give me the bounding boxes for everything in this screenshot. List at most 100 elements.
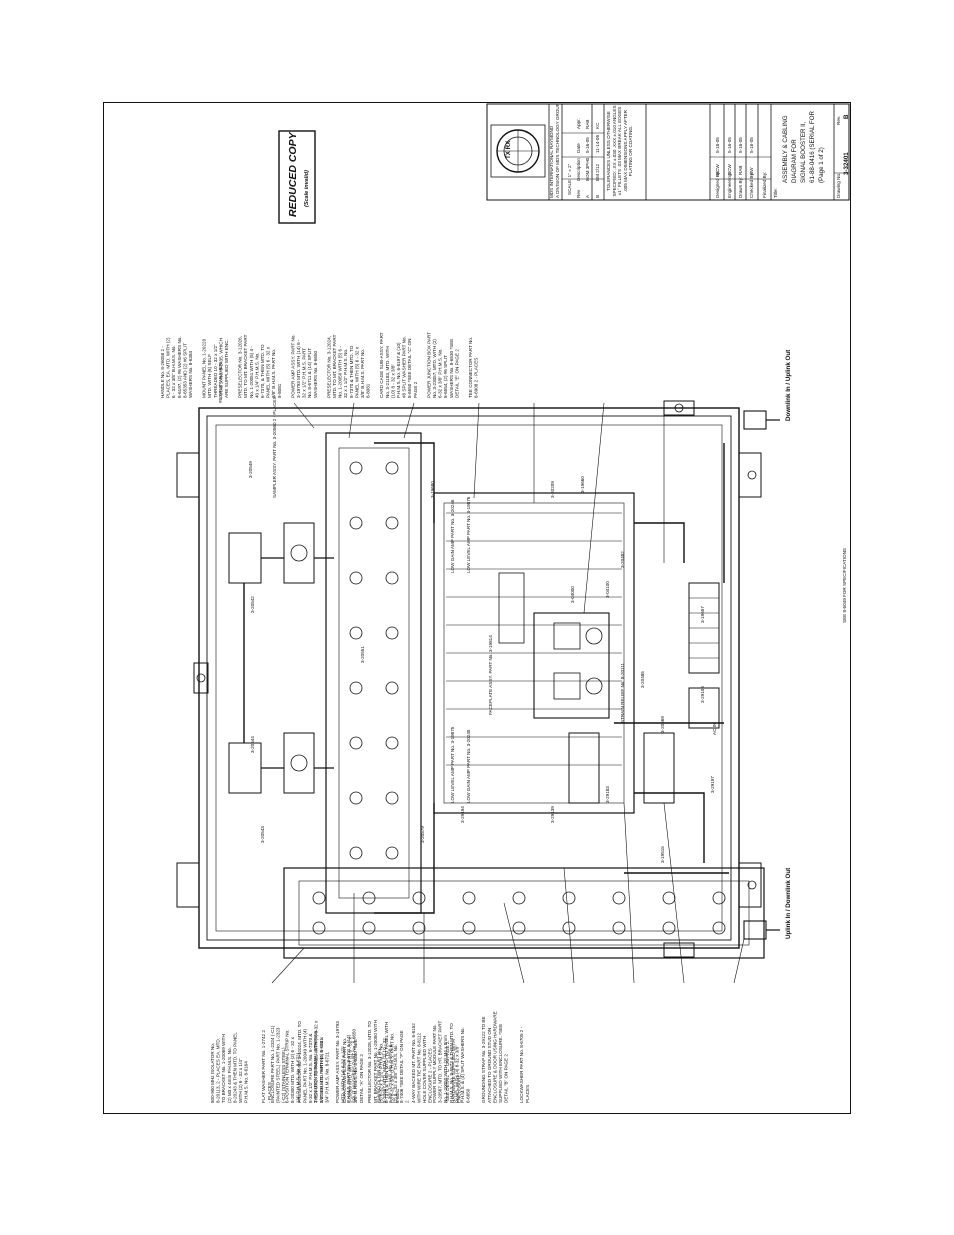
rev-row-a-appr: RAB	[585, 120, 590, 129]
rev-row-b-rev: B	[595, 195, 600, 198]
signoff-designed-date: 5-18-05	[715, 137, 720, 153]
part-number-tag: 3-20209	[550, 481, 555, 498]
title-label: Title:	[773, 188, 778, 198]
bolt	[662, 921, 676, 935]
part-number-tag: 3-20569	[660, 716, 665, 733]
part-number-tag: 3-04100	[605, 581, 610, 598]
callout-text: POWER AMP ASSY. PART No. 3-19793MTD. WIT…	[335, 1021, 357, 1103]
terminal-strips	[688, 582, 720, 729]
enclosure	[176, 400, 762, 958]
bolt	[512, 921, 526, 935]
rev-label: Rev.	[836, 116, 841, 125]
bolt	[349, 516, 363, 530]
bolt	[349, 736, 363, 750]
callout-text: MOUNT PANEL No. 1-20220MTD. WITH (8) SEL…	[202, 338, 229, 398]
callout-text: 6-POSITION TERMINAL STRIP No.8-20300 MTD…	[284, 1030, 300, 1103]
callout-text: LOCKWASHER PART No. 8-6705 2 -PLACES	[519, 1026, 530, 1103]
callout-text: PRESELECTOR No. 3-12024, MTD. TOPANEL PA…	[297, 1020, 324, 1103]
signoff-designed-label: Designed By:	[715, 171, 720, 198]
bolt	[662, 891, 676, 905]
bolt	[312, 921, 326, 935]
bolt	[562, 921, 576, 935]
heatsink-bolts	[312, 461, 726, 935]
part-number-tag: 3-20544	[250, 736, 255, 753]
rev-row-b-appr: KC	[595, 122, 600, 129]
stamp-title: REDUCED COPY	[287, 131, 299, 217]
filters	[568, 732, 675, 804]
low-level-amp-bottom-label: LOW LEVEL AMP PART No. 3-19875	[450, 726, 455, 803]
callouts-left: ENCLOSURE PART No. 1-2324 (-C1)(PAINTED …	[270, 1011, 530, 1103]
coax-cables	[243, 442, 729, 914]
part-number-tag: 3-20549	[248, 461, 253, 478]
part-number-tag: 3-20485	[640, 671, 645, 688]
rev-header-desc: Description	[576, 158, 581, 181]
bolt	[412, 891, 426, 905]
callout-text: 800-900 MHz ISOLATOR No.8-20113, 2 - PLA…	[210, 1032, 249, 1103]
signoff-drawn-date: 5-16-05	[738, 137, 743, 153]
rev-header-date: Date	[576, 143, 581, 153]
bolt	[349, 791, 363, 805]
signoff-engineering-by: BCW	[727, 164, 732, 175]
drawing-number: 3-32401	[843, 152, 850, 175]
callout-text: 2-POSITION TERMINAL STRIP No.8-20300 MTD…	[313, 1030, 329, 1103]
callout-text: 4-WAY BACKED MT. PART No. 6-8152WITH WIR…	[411, 1023, 422, 1103]
bolt	[362, 921, 376, 935]
ac-in-label: AC IN	[712, 723, 717, 735]
bolt	[349, 571, 363, 585]
callouts-top: HANDLE No. 8-26058 2 -PLACES, EA. MTD. W…	[160, 332, 479, 398]
drawing-no-label: Drawing No.	[836, 173, 841, 198]
bolt	[512, 891, 526, 905]
part-number-tag: 3-19660	[580, 476, 585, 493]
part-number-tag: 3-20542	[250, 596, 255, 613]
bolt	[462, 891, 476, 905]
rev-row-b-desc: BM 2/12	[595, 163, 600, 181]
callout-text: POWER SUPPLY MODULE PART No.3-20567, MTD…	[432, 1021, 471, 1103]
callout-text: ENCLOSURE PART No. 1-2324 (-C1)(PAINTED …	[270, 1025, 286, 1103]
bolt	[562, 891, 576, 905]
drawing-sheet: TX RX MDS INTERNATIONAL RAYMOND A DIVISI…	[103, 102, 851, 1114]
bolt	[385, 626, 399, 640]
callout-text: PRESELECTOR No. 3-12028, MTD. TOMT. BRAC…	[367, 1020, 400, 1103]
callout-text: EMI/RFI FILTER PART No.8-20667 MTD. WITH…	[376, 1030, 409, 1103]
part-number-tag: 3-29197	[710, 776, 715, 793]
bolt	[412, 921, 426, 935]
low-gain-amp-top-label: LOW GAIN AMP PART No. 3-20246	[450, 499, 455, 573]
bolt	[385, 461, 399, 475]
rev-header-rev: Rev	[576, 189, 581, 198]
rf-connector-bottom	[743, 920, 780, 940]
faceplate-display	[498, 572, 525, 644]
signoff-checked-date: 5-16-05	[749, 137, 754, 153]
bolt	[385, 681, 399, 695]
sampler-label: SAMPLER ASSY. PART No. 3-20560 2 - PLACE…	[272, 396, 277, 498]
part-number-tag: 3-29194	[460, 806, 465, 823]
rev-row-a-rev: A	[585, 194, 590, 198]
signoff-checked-by: BW	[749, 167, 754, 175]
rev-row-a-date: 5-16-05	[585, 137, 590, 153]
part-number-tag: 3-20482	[620, 551, 625, 568]
part-number-tag: 3-20543	[260, 826, 265, 843]
bolt	[385, 516, 399, 530]
title-line-4: 61-88-0416 (SERIAL FOR	[809, 110, 816, 183]
callout-text: PRESELECTOR No. 3-12026,MTD. TO MT. BRAC…	[238, 334, 282, 398]
split-washer-label: #8 SPLIT WASHER	[218, 362, 223, 403]
strain-relief-label: STRAIN RELIEF No. 8-20111	[620, 662, 625, 723]
specification-note: SEE 8-6049 FOR SPECIFICATIONS	[842, 548, 847, 623]
power-amp-top	[325, 432, 422, 914]
callout-text: POWER JUNCTION BOX PARTNo. 3-23057, MTD.…	[426, 332, 459, 398]
revision-table: Rev Description Date Appr. A BOM 3PH0 5-…	[576, 118, 600, 198]
bolt	[712, 921, 726, 935]
connector-label-uplink-in: Uplink In / Downlink Out	[785, 868, 792, 939]
part-number-tag: 3-29139	[550, 806, 555, 823]
bolt	[349, 681, 363, 695]
part-number-tag: 3-19657	[700, 606, 705, 623]
sampler-isolator-top	[228, 522, 334, 584]
callout-text: PRESELECTOR No. 3-12024,MTD. TO MT. BRAC…	[326, 334, 370, 398]
company-logo: TX RX	[490, 124, 546, 178]
svg-text:TX RX: TX RX	[505, 140, 512, 159]
callout-text: HANDLE No. 8-26058 2 -PLACES, EA. MTD. W…	[160, 336, 193, 398]
part-number-tag: 3-04000	[570, 586, 575, 603]
bolt	[385, 791, 399, 805]
power-junction-box	[533, 612, 610, 719]
rev-row-a-desc: BOM 3PH0	[585, 157, 590, 181]
